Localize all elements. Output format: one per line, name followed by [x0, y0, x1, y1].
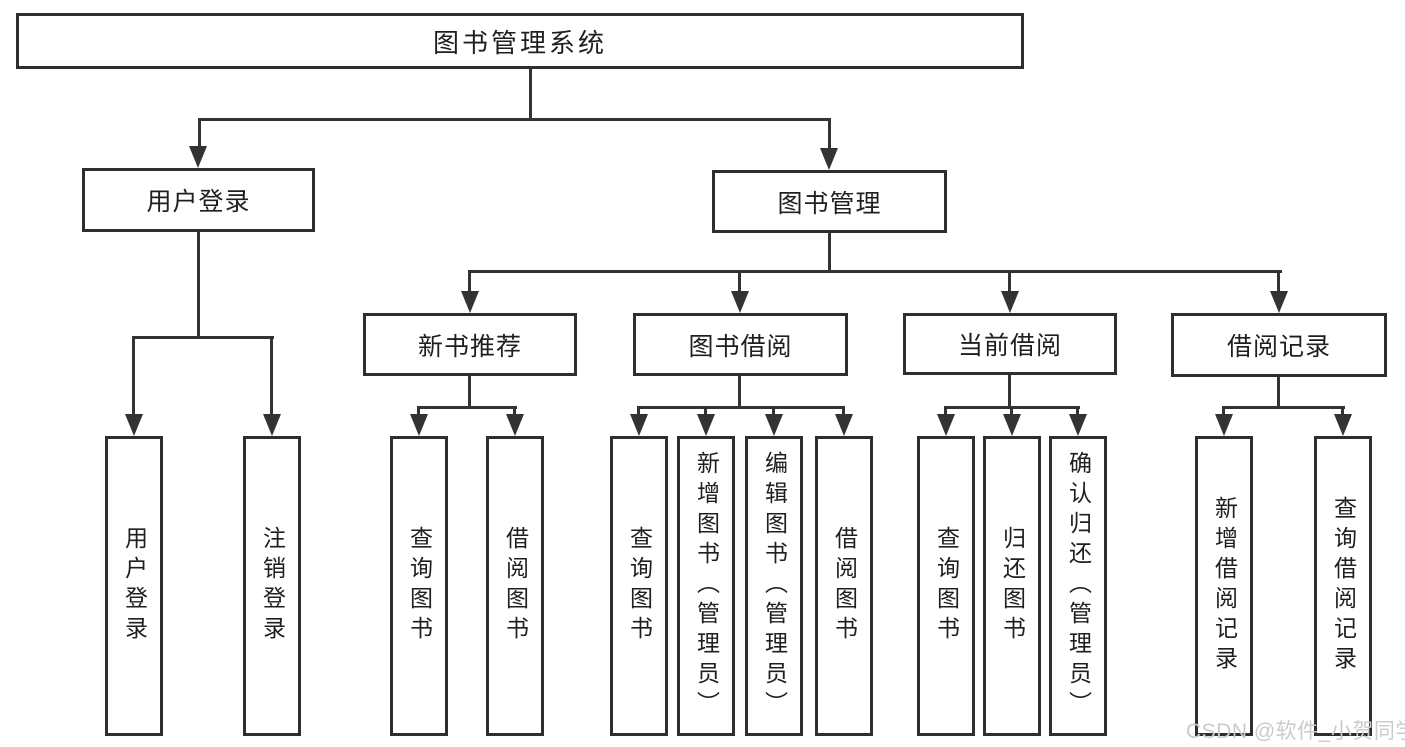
leaf-return-book: 归还图书	[983, 436, 1041, 736]
connector-line	[132, 336, 274, 339]
arrow-head	[125, 414, 143, 436]
node-label: 查询图书	[406, 526, 433, 646]
connector-line	[738, 376, 741, 406]
node-label: 新增借阅记录	[1211, 496, 1238, 676]
connector-line	[772, 406, 775, 414]
connector-line	[1341, 406, 1344, 414]
connector-line	[1008, 375, 1011, 406]
connector-line	[1008, 270, 1011, 291]
leaf-user-login: 用户登录	[105, 436, 163, 736]
node-label: 图书管理系统	[432, 27, 607, 58]
node-label: 借阅图书	[502, 526, 529, 646]
connector-line	[270, 336, 273, 414]
arrow-head	[731, 291, 749, 313]
connector-line	[637, 406, 640, 414]
node-label: 归还图书	[999, 526, 1026, 646]
connector-line	[132, 336, 135, 414]
node-label: 当前借阅	[957, 332, 1062, 360]
node-label: 查询图书	[626, 526, 653, 646]
connector-line	[1277, 377, 1280, 406]
node-label: 图书管理	[777, 189, 882, 218]
connector-line	[468, 270, 471, 291]
node-label: 确认归还（管理员）	[1065, 451, 1092, 721]
connector-line	[198, 118, 201, 146]
connector-line	[828, 233, 831, 270]
node-book-borrowing: 图书借阅	[633, 313, 848, 376]
arrow-head	[506, 414, 524, 436]
connector-line	[417, 406, 420, 414]
connector-line	[1076, 406, 1079, 414]
arrow-head	[697, 414, 715, 436]
leaf-edit-book-admin: 编辑图书（管理员）	[745, 436, 803, 736]
node-label: 图书借阅	[688, 332, 793, 361]
connector-line	[1222, 406, 1345, 409]
arrow-head	[1270, 291, 1288, 313]
arrow-head	[820, 148, 838, 170]
arrow-head	[1069, 414, 1087, 436]
leaf-borrow-books-borrowing: 借阅图书	[815, 436, 873, 736]
arrow-head	[835, 414, 853, 436]
connector-line	[828, 118, 831, 148]
arrow-head	[1215, 414, 1233, 436]
connector-line	[468, 376, 471, 406]
connector-line	[197, 232, 200, 336]
leaf-query-books-current: 查询图书	[917, 436, 975, 736]
arrow-head	[1003, 414, 1021, 436]
node-label: 查询借阅记录	[1330, 496, 1357, 676]
leaf-query-borrow-record: 查询借阅记录	[1314, 436, 1372, 736]
arrow-head	[410, 414, 428, 436]
connector-line	[704, 406, 707, 414]
connector-line	[944, 406, 947, 414]
connector-line	[468, 270, 1282, 273]
leaf-query-books-recommend: 查询图书	[390, 436, 448, 736]
arrow-head	[1334, 414, 1352, 436]
connector-line	[637, 406, 845, 409]
node-label: 新书推荐	[417, 332, 522, 361]
csdn-watermark: CSDN @软件_小贺同学	[1186, 720, 1405, 743]
leaf-query-books-borrowing: 查询图书	[610, 436, 668, 736]
node-current-borrowing: 当前借阅	[903, 313, 1117, 375]
connector-line	[417, 406, 517, 409]
leaf-confirm-return-admin: 确认归还（管理员）	[1049, 436, 1107, 736]
node-label: 注销登录	[259, 526, 286, 646]
arrow-head	[189, 146, 207, 168]
node-user-login: 用户登录	[82, 168, 315, 232]
node-borrowing-records: 借阅记录	[1171, 313, 1387, 377]
connector-line	[199, 118, 831, 121]
connector-line	[842, 406, 845, 414]
node-label: 借阅图书	[831, 526, 858, 646]
node-label: 借阅记录	[1226, 333, 1331, 361]
connector-line	[738, 270, 741, 291]
arrow-head	[630, 414, 648, 436]
connector-line	[1010, 406, 1013, 414]
leaf-borrow-books-recommend: 借阅图书	[486, 436, 544, 736]
connector-line	[1277, 270, 1280, 291]
connector-line	[513, 406, 516, 414]
arrow-head	[765, 414, 783, 436]
node-library-management-system: 图书管理系统	[16, 13, 1024, 69]
arrow-head	[937, 414, 955, 436]
connector-line	[529, 69, 532, 118]
node-label: 新增图书（管理员）	[693, 451, 720, 721]
leaf-add-borrow-record: 新增借阅记录	[1195, 436, 1253, 736]
node-label: 编辑图书（管理员）	[761, 451, 788, 721]
node-new-book-recommend: 新书推荐	[363, 313, 577, 376]
connector-line	[1222, 406, 1225, 414]
node-book-management: 图书管理	[712, 170, 947, 233]
node-label: 查询图书	[933, 526, 960, 646]
leaf-add-book-admin: 新增图书（管理员）	[677, 436, 735, 736]
node-label: 用户登录	[146, 188, 251, 216]
arrow-head	[263, 414, 281, 436]
node-label: 用户登录	[121, 526, 148, 646]
leaf-logout: 注销登录	[243, 436, 301, 736]
arrow-head	[1001, 291, 1019, 313]
arrow-head	[461, 291, 479, 313]
